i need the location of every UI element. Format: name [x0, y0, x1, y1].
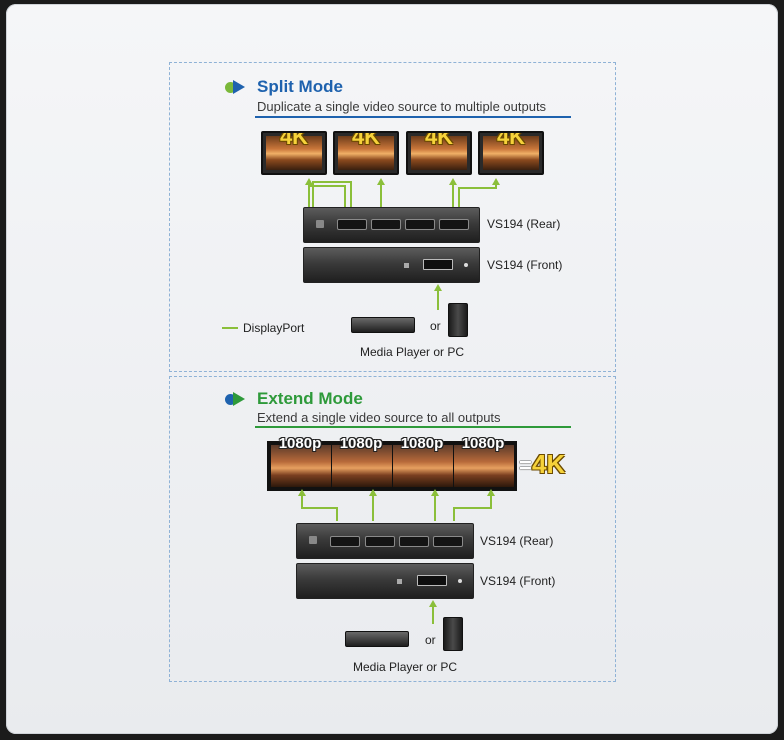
split-arrow-icon	[233, 80, 245, 94]
wall-panel-4	[454, 445, 514, 487]
displayport-input	[423, 259, 453, 270]
split-arrow-up-icon	[377, 178, 385, 185]
split-line-a	[308, 185, 310, 207]
extend-mode-panel: Extend Mode Extend a single video source…	[169, 376, 616, 682]
extend-line-c	[434, 493, 436, 521]
monitor-4k-badge: 4K	[424, 131, 454, 149]
front-led-icon	[458, 579, 462, 583]
split-arrow-up-icon	[492, 178, 500, 185]
resolution-label-4: 1080p	[461, 435, 505, 452]
split-front-label: VS194 (Front)	[487, 258, 563, 272]
extend-source-label: Media Player or PC	[353, 660, 458, 674]
monitor-4k-badge: 4K	[496, 131, 526, 149]
extend-rear-label: VS194 (Rear)	[480, 534, 554, 548]
split-line-a-h	[308, 185, 344, 187]
extend-line-d-h	[453, 507, 492, 509]
extend-arrow-up-icon	[298, 489, 306, 496]
displayport-output-2	[365, 536, 395, 547]
front-led-icon	[464, 263, 468, 267]
extend-pc-tower-icon	[443, 617, 463, 651]
monitor-4k-badge: 4K	[351, 131, 381, 149]
split-source-label: Media Player or PC	[360, 345, 465, 359]
split-line-a-v	[344, 185, 346, 207]
equals-sign: =	[519, 453, 532, 478]
split-or-label: or	[430, 319, 441, 333]
extend-or-label: or	[425, 633, 436, 647]
extend-vs194-rear	[296, 523, 474, 559]
resolution-label-1: 1080p	[278, 435, 322, 452]
resolution-label-2: 1080p	[339, 435, 383, 452]
wall-panel-3	[393, 445, 453, 487]
split-underline	[255, 116, 571, 118]
extend-vs194-front	[296, 563, 474, 599]
extend-underline	[255, 426, 571, 428]
resolution-label-3: 1080p	[400, 435, 444, 452]
split-pc-tower-icon	[448, 303, 468, 337]
split-connection-1h	[312, 181, 352, 183]
split-input-line	[437, 290, 439, 310]
diagram-frame: Split Mode Duplicate a single video sour…	[6, 4, 778, 734]
extend-media-player-icon	[345, 631, 409, 647]
displayport-output-4	[433, 536, 463, 547]
extend-arrow-up-icon	[487, 489, 495, 496]
wall-panel-2	[332, 445, 392, 487]
split-mode-title: Split Mode	[257, 77, 343, 96]
split-line-c	[452, 181, 454, 207]
extend-line-a	[301, 493, 303, 509]
displayport-output-1	[337, 219, 367, 230]
split-line-d-v	[458, 187, 460, 207]
power-port-icon	[316, 220, 324, 228]
split-arrow-up-icon	[449, 178, 457, 185]
displayport-output-1	[330, 536, 360, 547]
extend-input-line	[432, 606, 434, 624]
split-monitor-1: 4K	[261, 131, 327, 175]
split-line-d-h	[458, 187, 497, 189]
displayport-output-3	[399, 536, 429, 547]
monitor-4k-badge: 4K	[279, 131, 309, 149]
split-monitor-4: 4K	[478, 131, 544, 175]
split-line-d	[495, 181, 497, 189]
extend-mode-title: Extend Mode	[257, 389, 363, 408]
split-media-player-icon	[351, 317, 415, 333]
displayport-input	[417, 575, 447, 586]
split-line-b	[380, 181, 382, 207]
extend-arrow-up-icon	[369, 489, 377, 496]
extend-mode-subtitle: Extend a single video source to all outp…	[257, 410, 501, 425]
extend-arrow-icon	[233, 392, 245, 406]
extend-video-wall	[267, 441, 517, 491]
split-vs194-front	[303, 247, 480, 283]
front-button-icon	[397, 579, 402, 584]
split-vs194-rear	[303, 207, 480, 243]
split-monitor-3: 4K	[406, 131, 472, 175]
result-4k-badge: 4K	[532, 449, 566, 479]
front-button-icon	[404, 263, 409, 268]
split-mode-panel: Split Mode Duplicate a single video sour…	[169, 62, 616, 372]
extend-line-d-v	[453, 507, 455, 521]
extend-bullet-dot-icon	[225, 394, 236, 405]
displayport-output-3	[405, 219, 435, 230]
extend-input-arrow-icon	[429, 600, 437, 607]
wall-panel-1	[271, 445, 331, 487]
split-connection-1v	[350, 181, 352, 209]
legend-line-icon	[222, 327, 238, 329]
split-monitor-2: 4K	[333, 131, 399, 175]
legend-label: DisplayPort	[243, 321, 305, 335]
split-arrow-up-icon	[305, 178, 313, 185]
split-mode-subtitle: Duplicate a single video source to multi…	[257, 99, 547, 114]
displayport-output-4	[439, 219, 469, 230]
extend-line-a-v	[336, 507, 338, 521]
split-input-arrow-icon	[434, 284, 442, 291]
split-connection-1	[312, 181, 314, 209]
extend-line-b	[372, 493, 374, 521]
extend-arrow-up-icon	[431, 489, 439, 496]
extend-line-d	[490, 493, 492, 509]
power-port-icon	[309, 536, 317, 544]
split-rear-label: VS194 (Rear)	[487, 217, 561, 231]
split-bullet-dot-icon	[225, 82, 236, 93]
extend-front-label: VS194 (Front)	[480, 574, 556, 588]
extend-line-a-h	[301, 507, 338, 509]
displayport-output-2	[371, 219, 401, 230]
